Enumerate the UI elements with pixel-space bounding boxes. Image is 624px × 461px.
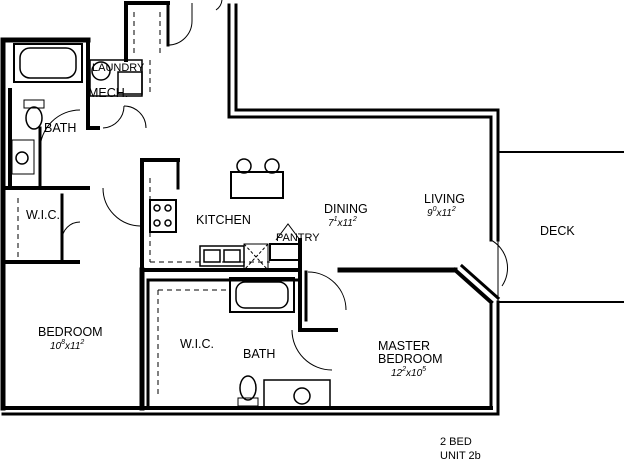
deck — [497, 151, 624, 303]
room-label-mech: MECH. — [88, 86, 128, 100]
dimension-labels: 71x112 90x112 108x112 122x105 — [50, 206, 456, 379]
room-labels: LAUNDRY MECH. BATH W.I.C. KITCHEN PANTRY… — [26, 62, 575, 366]
room-label-bath-top: BATH — [44, 121, 76, 135]
room-label-bedroom: BEDROOM — [38, 325, 103, 339]
room-label-bath-center: BATH — [243, 347, 275, 361]
room-label-living: LIVING — [424, 192, 465, 206]
room-label-dining: DINING — [324, 202, 368, 216]
room-label-pantry: PANTRY — [276, 232, 320, 244]
unit-caption: 2 BED UNIT 2b — [440, 436, 481, 461]
unit-caption-line1: 2 BED — [440, 436, 472, 448]
dimension-bedroom: 108x112 — [50, 339, 84, 352]
unit-caption-line2: UNIT 2b — [440, 450, 481, 461]
dimension-living: 90x112 — [427, 206, 456, 219]
walls — [0, 1, 501, 416]
doors — [39, 0, 509, 371]
dashed-lines — [17, 12, 270, 398]
dimension-master: 122x105 — [391, 366, 426, 379]
dimension-dining: 71x112 — [328, 216, 357, 229]
room-label-master-line1: MASTER — [378, 339, 430, 353]
room-label-deck: DECK — [540, 224, 575, 238]
room-label-wic-left: W.I.C. — [26, 208, 60, 222]
room-label-wic-center: W.I.C. — [180, 337, 214, 351]
room-label-master-line2: BEDROOM — [378, 352, 443, 366]
room-label-laundry: LAUNDRY — [92, 62, 145, 74]
room-label-kitchen: KITCHEN — [196, 213, 251, 227]
fixtures — [11, 43, 331, 409]
